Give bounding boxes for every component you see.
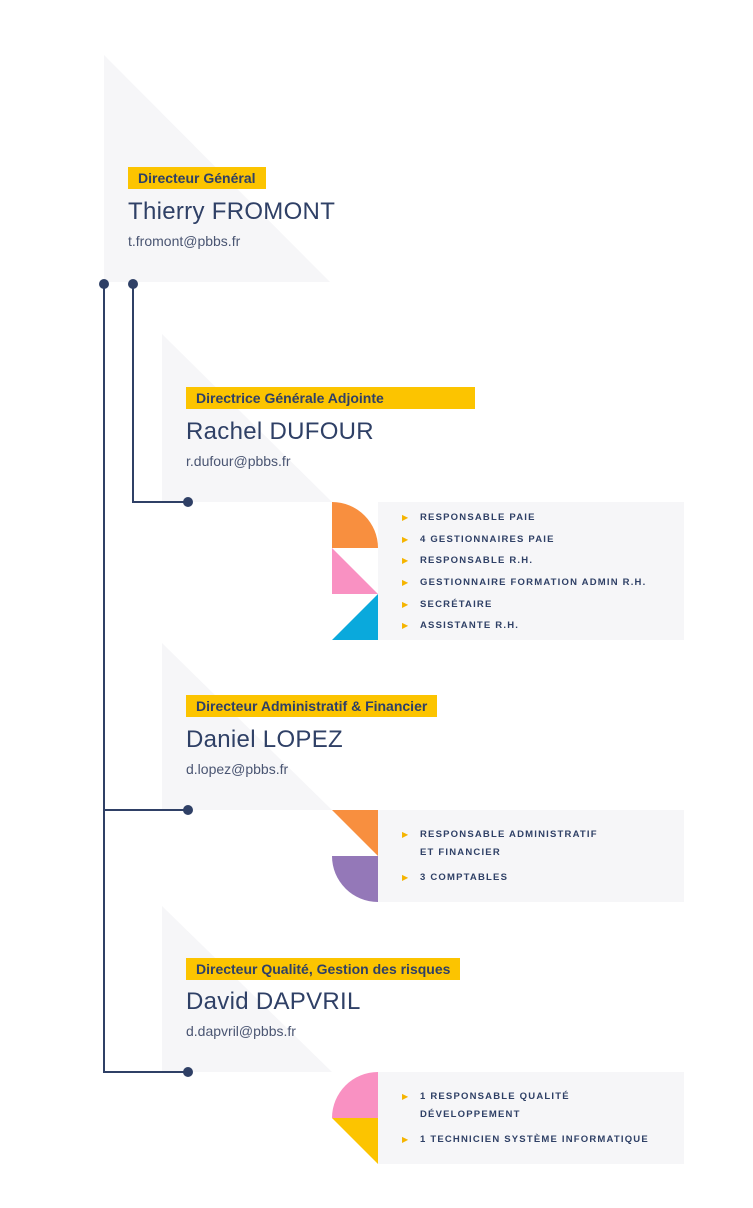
- team-list-finance: ▶RESPONSABLE ADMINISTRATIF ET FINANCIER …: [402, 826, 598, 887]
- role-badge-quality: Directeur Qualité, Gestion des risques: [186, 958, 461, 980]
- person-name-quality: David DAPVRIL: [186, 988, 361, 1015]
- role-badge-finance: Directeur Administratif & Financier: [186, 695, 438, 717]
- team-list-item: ▶RESPONSABLE PAIE: [402, 509, 646, 527]
- email-deputy[interactable]: r.dufour@pbbs.fr: [186, 453, 291, 469]
- team-list-item: ▶ASSISTANTE R.H.: [402, 617, 646, 635]
- deco-pink-triangle: [332, 548, 378, 594]
- connector-dot: [183, 497, 193, 507]
- person-name-deputy: Rachel DUFOUR: [186, 418, 374, 445]
- arrow-icon: ▶: [402, 513, 410, 522]
- arrow-icon: ▶: [402, 873, 410, 882]
- team-list-deputy: ▶RESPONSABLE PAIE ▶4 GESTIONNAIRES PAIE …: [402, 509, 646, 635]
- deco-blue-triangle: [332, 594, 378, 640]
- arrow-icon: ▶: [402, 534, 410, 544]
- email-director-general[interactable]: t.fromont@pbbs.fr: [128, 233, 241, 249]
- arrow-icon: ▶: [402, 621, 410, 631]
- role-badge-director-general: Directeur Général: [128, 167, 266, 189]
- team-list-item: ▶SECRÉTAIRE: [402, 596, 646, 614]
- arrow-icon: ▶: [402, 599, 410, 609]
- person-name-finance: Daniel LOPEZ: [186, 726, 343, 753]
- connector-dot: [183, 805, 193, 815]
- person-name-director-general: Thierry FROMONT: [128, 198, 336, 225]
- email-quality[interactable]: d.dapvril@pbbs.fr: [186, 1023, 296, 1039]
- connector-deputy: [132, 284, 188, 503]
- team-list-item: ▶RESPONSABLE R.H.: [402, 552, 646, 570]
- team-list-item: ▶GESTIONNAIRE FORMATION ADMIN R.H.: [402, 574, 646, 592]
- deco-pink-quarter-circle: [332, 1072, 378, 1118]
- role-badge-deputy: Directrice Générale Adjointe: [186, 387, 475, 409]
- team-list-item: ▶1 RESPONSABLE QUALITÉ DÉVELOPPEMENT: [402, 1088, 649, 1124]
- arrow-icon: ▶: [402, 578, 410, 588]
- card-bg-deputy: [162, 334, 332, 502]
- connector-dot: [128, 279, 138, 289]
- team-list-item: ▶1 TECHNICIEN SYSTÈME INFORMATIQUE: [402, 1131, 649, 1149]
- arrow-icon: ▶: [402, 1092, 410, 1101]
- connector-dot: [99, 279, 109, 289]
- team-panel-quality: [378, 1072, 684, 1164]
- arrow-icon: ▶: [402, 830, 410, 839]
- deco-purple-quarter-circle: [332, 856, 378, 902]
- deco-orange-triangle: [332, 810, 378, 856]
- connector-main: [103, 284, 188, 1073]
- deco-yellow-triangle: [332, 1118, 378, 1164]
- arrow-icon: ▶: [402, 556, 410, 566]
- card-bg-finance: [162, 643, 332, 810]
- team-panel-finance: [378, 810, 684, 902]
- card-bg-quality: [162, 906, 332, 1072]
- email-finance[interactable]: d.lopez@pbbs.fr: [186, 761, 289, 777]
- team-list-quality: ▶1 RESPONSABLE QUALITÉ DÉVELOPPEMENT ▶1 …: [402, 1088, 649, 1149]
- team-list-item: ▶RESPONSABLE ADMINISTRATIF ET FINANCIER: [402, 826, 598, 862]
- deco-orange-quarter-circle: [332, 502, 378, 548]
- arrow-icon: ▶: [402, 1135, 410, 1144]
- connector-dot: [183, 1067, 193, 1077]
- team-panel-deputy: [378, 502, 684, 640]
- team-list-item: ▶3 COMPTABLES: [402, 869, 598, 887]
- team-list-item: ▶4 GESTIONNAIRES PAIE: [402, 531, 646, 549]
